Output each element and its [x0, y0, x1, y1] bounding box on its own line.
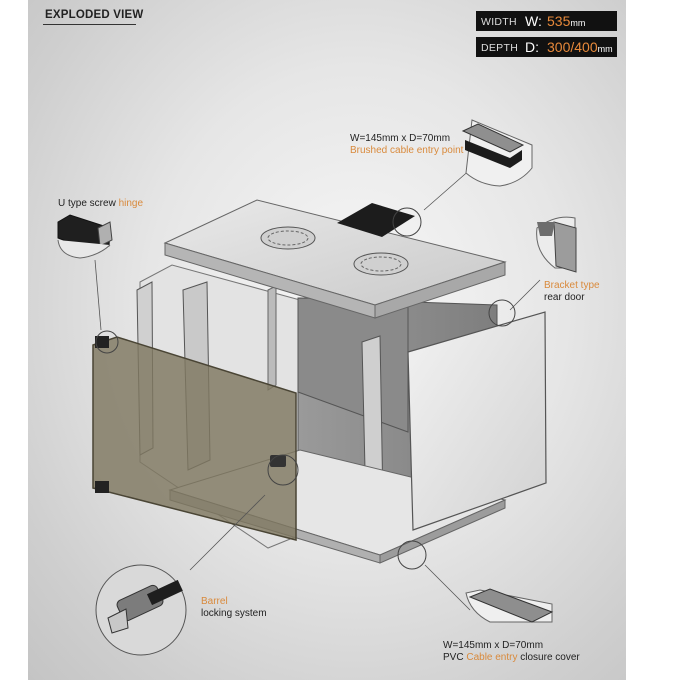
callout-brushed-entry: W=145mm x D=70mm Brushed cable entry poi…	[350, 133, 463, 157]
callout-hinge-text: U type screw	[58, 198, 119, 209]
callout-pvc-label: PVC Cable entry closure cover	[443, 652, 580, 663]
callout-hinge: U type screw hinge	[58, 198, 143, 210]
width-label: WIDTH	[481, 16, 517, 28]
callout-brushed-entry-label: Brushed cable entry point	[350, 145, 464, 156]
glass-front-door	[92, 336, 297, 541]
callout-pvc-cover: W=145mm x D=70mm PVC Cable entry closure…	[443, 640, 580, 664]
detail-bracket	[536, 216, 577, 273]
depth-spec-box: DEPTH D: 300/400mm	[476, 37, 617, 57]
title-underline	[43, 24, 136, 25]
callout-hinge-highlight: hinge	[118, 198, 144, 209]
top-roof-panel	[163, 199, 507, 319]
depth-label: DEPTH	[481, 42, 519, 54]
detail-barrel-lock	[95, 564, 187, 656]
width-value: 535mm	[547, 13, 586, 29]
page-title: EXPLODED VIEW	[45, 9, 144, 21]
width-spec-box: WIDTH W: 535mm	[476, 11, 617, 31]
callout-barrel-highlight: Barrel	[201, 596, 228, 607]
detail-brushed-entry	[461, 119, 533, 187]
detail-hinge	[57, 214, 113, 259]
callout-rear-door-text: rear door	[544, 292, 585, 303]
callout-barrel-text: locking system	[201, 608, 267, 619]
width-key: W:	[525, 13, 542, 29]
depth-value: 300/400mm	[547, 39, 613, 55]
callout-brushed-entry-dims: W=145mm x D=70mm	[350, 133, 451, 144]
callout-barrel-lock: Barrel locking system	[201, 596, 267, 620]
depth-key: D:	[525, 39, 539, 55]
callout-rear-door: Bracket type rear door	[544, 280, 600, 304]
callout-rear-door-highlight: Bracket type	[544, 280, 600, 291]
leader-lines	[94, 167, 541, 611]
magnifier-circles	[95, 207, 516, 570]
callout-pvc-dims: W=145mm x D=70mm	[443, 640, 544, 651]
detail-pvc-cover	[465, 588, 554, 623]
